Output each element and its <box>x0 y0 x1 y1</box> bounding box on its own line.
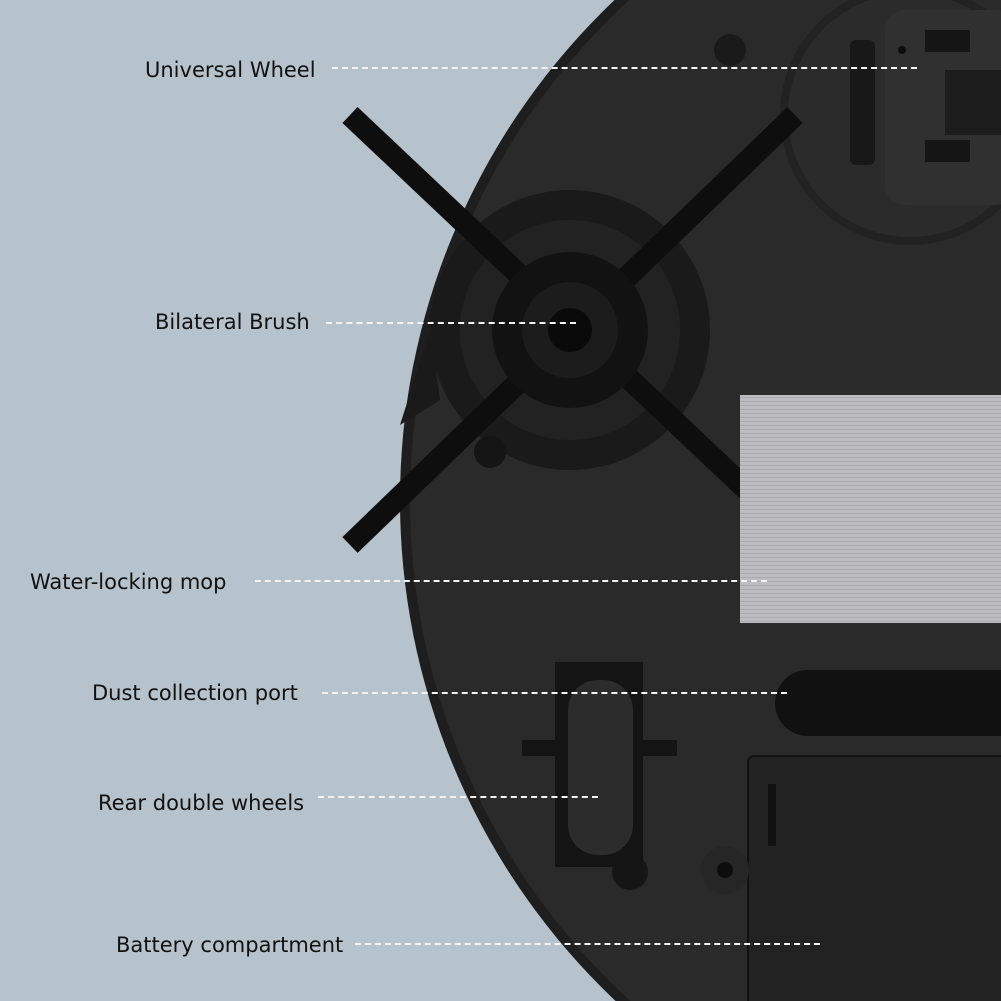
leader-line-dust-port <box>322 692 787 694</box>
rear-wheel <box>522 662 677 867</box>
universal-wheel <box>714 0 1001 245</box>
bilateral-brush <box>342 107 808 553</box>
callout-universal-wheel: Universal Wheel <box>145 58 316 82</box>
battery-compartment <box>612 755 1001 1001</box>
leader-line-rear-wheels <box>318 796 598 798</box>
leader-line-universal-wheel <box>332 67 917 69</box>
leader-line-bilateral-brush <box>326 322 576 324</box>
leader-line-battery <box>355 943 820 945</box>
dust-collection-port <box>775 670 1001 736</box>
callout-water-locking-mop: Water-locking mop <box>30 570 227 594</box>
callout-bilateral-brush: Bilateral Brush <box>155 310 310 334</box>
callout-battery-compartment: Battery compartment <box>116 933 344 957</box>
callout-rear-double-wheels: Rear double wheels <box>98 791 305 815</box>
callout-dust-collection-port: Dust collection port <box>92 681 298 705</box>
water-locking-mop <box>740 395 1001 623</box>
leader-line-water-mop <box>255 580 767 582</box>
